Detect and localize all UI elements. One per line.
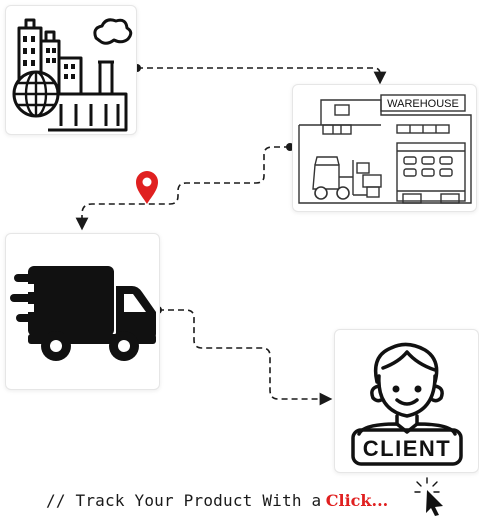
location-pin-icon — [136, 171, 158, 204]
click-link[interactable]: Click... — [325, 491, 389, 510]
warehouse-forklift-icon: WAREHOUSE — [298, 94, 472, 204]
truck-card — [5, 233, 160, 390]
connector-truck-to-client — [158, 309, 333, 406]
tagline: // Track Your Product With a Click... — [46, 491, 388, 511]
factory-card — [5, 5, 137, 135]
delivery-truck-icon — [10, 266, 156, 361]
warehouse-sign-text: WAREHOUSE — [387, 98, 459, 110]
tagline-prefix: // Track Your Product With a — [46, 491, 322, 510]
client-card: CLIENT — [334, 329, 479, 473]
client-sign-text: CLIENT — [363, 436, 451, 461]
warehouse-card: WAREHOUSE — [292, 84, 477, 212]
connector-warehouse-to-truck — [75, 146, 290, 231]
click-cursor-icon — [414, 477, 443, 516]
factory-globe-icon — [12, 18, 133, 132]
client-person-icon: CLIENT — [351, 342, 463, 466]
connector-factory-to-warehouse — [137, 67, 387, 85]
